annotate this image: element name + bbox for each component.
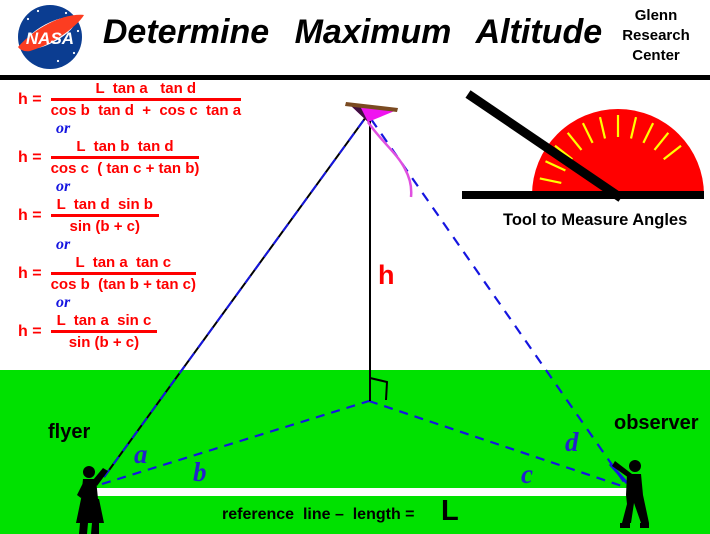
flyer-label: flyer xyxy=(48,421,91,443)
formula-lhs: h = xyxy=(18,206,42,224)
sightline-base-observer xyxy=(368,399,626,489)
formula-4: h = L tan a tan c cos b (tan b + tan c) xyxy=(18,254,241,293)
altitude-label: h xyxy=(378,260,395,290)
length-symbol: L xyxy=(441,495,459,527)
numerator: L tan a tan d xyxy=(50,80,242,101)
angle-b-label: b xyxy=(193,457,207,487)
nasa-logo-text: NASA xyxy=(26,29,74,48)
numerator: L tan b tan d xyxy=(50,138,200,159)
header: NASA Determine Maximum Altitude Glenn Re… xyxy=(0,0,710,75)
fraction: L tan d sin b sin (b + c) xyxy=(50,196,159,235)
org-line: Glenn xyxy=(634,7,678,24)
kite-spar xyxy=(345,102,398,112)
nasa-logo-swoosh xyxy=(18,14,84,52)
or-separator: or xyxy=(56,236,71,253)
denominator: sin (b + c) xyxy=(69,218,140,235)
reference-line xyxy=(96,488,630,496)
org-name: Glenn Research Center xyxy=(604,6,708,66)
denominator: cos b (tan b + tan c) xyxy=(50,276,196,293)
formula-3: h = L tan d sin b sin (b + c) xyxy=(18,196,241,235)
or-separator: or xyxy=(56,178,71,195)
denominator: cos b tan d + cos c tan a xyxy=(50,102,242,119)
sightline-kite-observer xyxy=(370,118,625,483)
denominator: cos c ( tan c + tan b) xyxy=(50,160,200,177)
or-separator: or xyxy=(56,294,71,311)
observer-tool xyxy=(608,462,629,485)
kite-tail xyxy=(366,121,413,198)
formula-lhs: h = xyxy=(18,148,42,166)
denominator: sin (b + c) xyxy=(68,334,140,351)
right-angle-mark xyxy=(369,377,389,401)
protractor-ticks xyxy=(539,115,682,184)
tool-label: Tool to Measure Angles xyxy=(503,211,688,229)
protractor-pointer xyxy=(465,90,624,202)
formula-lhs: h = xyxy=(18,322,42,340)
kite-shadow xyxy=(349,104,368,122)
nasa-logo: NASA xyxy=(18,5,84,69)
numerator: L tan a tan c xyxy=(50,254,196,275)
org-line: Research xyxy=(622,27,690,44)
fraction: L tan a sin c sin (b + c) xyxy=(50,312,158,351)
numerator: L tan a sin c xyxy=(50,312,158,333)
org-line: Center xyxy=(632,47,680,64)
protractor-disc xyxy=(532,109,704,195)
page-title: Determine Maximum Altitude xyxy=(102,13,603,51)
reference-line-label: reference line – length = xyxy=(222,506,415,523)
formula-lhs: h = xyxy=(18,264,42,282)
formula-5: h = L tan a sin c sin (b + c) xyxy=(18,312,241,351)
observer-label: observer xyxy=(614,412,699,434)
or-separator: or xyxy=(56,120,71,137)
fraction: L tan a tan d cos b tan d + cos c tan a xyxy=(50,80,242,119)
angle-c-label: c xyxy=(521,459,533,489)
protractor-baseline xyxy=(462,191,704,199)
observer-figure xyxy=(608,460,649,528)
header-rule xyxy=(0,75,710,80)
angle-d-label: d xyxy=(565,427,579,457)
numerator: L tan d sin b xyxy=(50,196,159,217)
formula-lhs: h = xyxy=(18,90,42,108)
kite-string-dashes xyxy=(103,116,367,478)
fraction: L tan b tan d cos c ( tan c + tan b) xyxy=(50,138,200,177)
formula-list: h = L tan a tan d cos b tan d + cos c ta… xyxy=(18,80,242,351)
flyer-figure xyxy=(76,466,108,534)
formula-1: h = L tan a tan d cos b tan d + cos c ta… xyxy=(18,80,242,119)
ground-field xyxy=(0,370,710,534)
fraction: L tan a tan c cos b (tan b + tan c) xyxy=(50,254,196,293)
angle-a-label: a xyxy=(134,439,148,469)
formula-2: h = L tan b tan d cos c ( tan c + tan b) xyxy=(18,138,241,177)
